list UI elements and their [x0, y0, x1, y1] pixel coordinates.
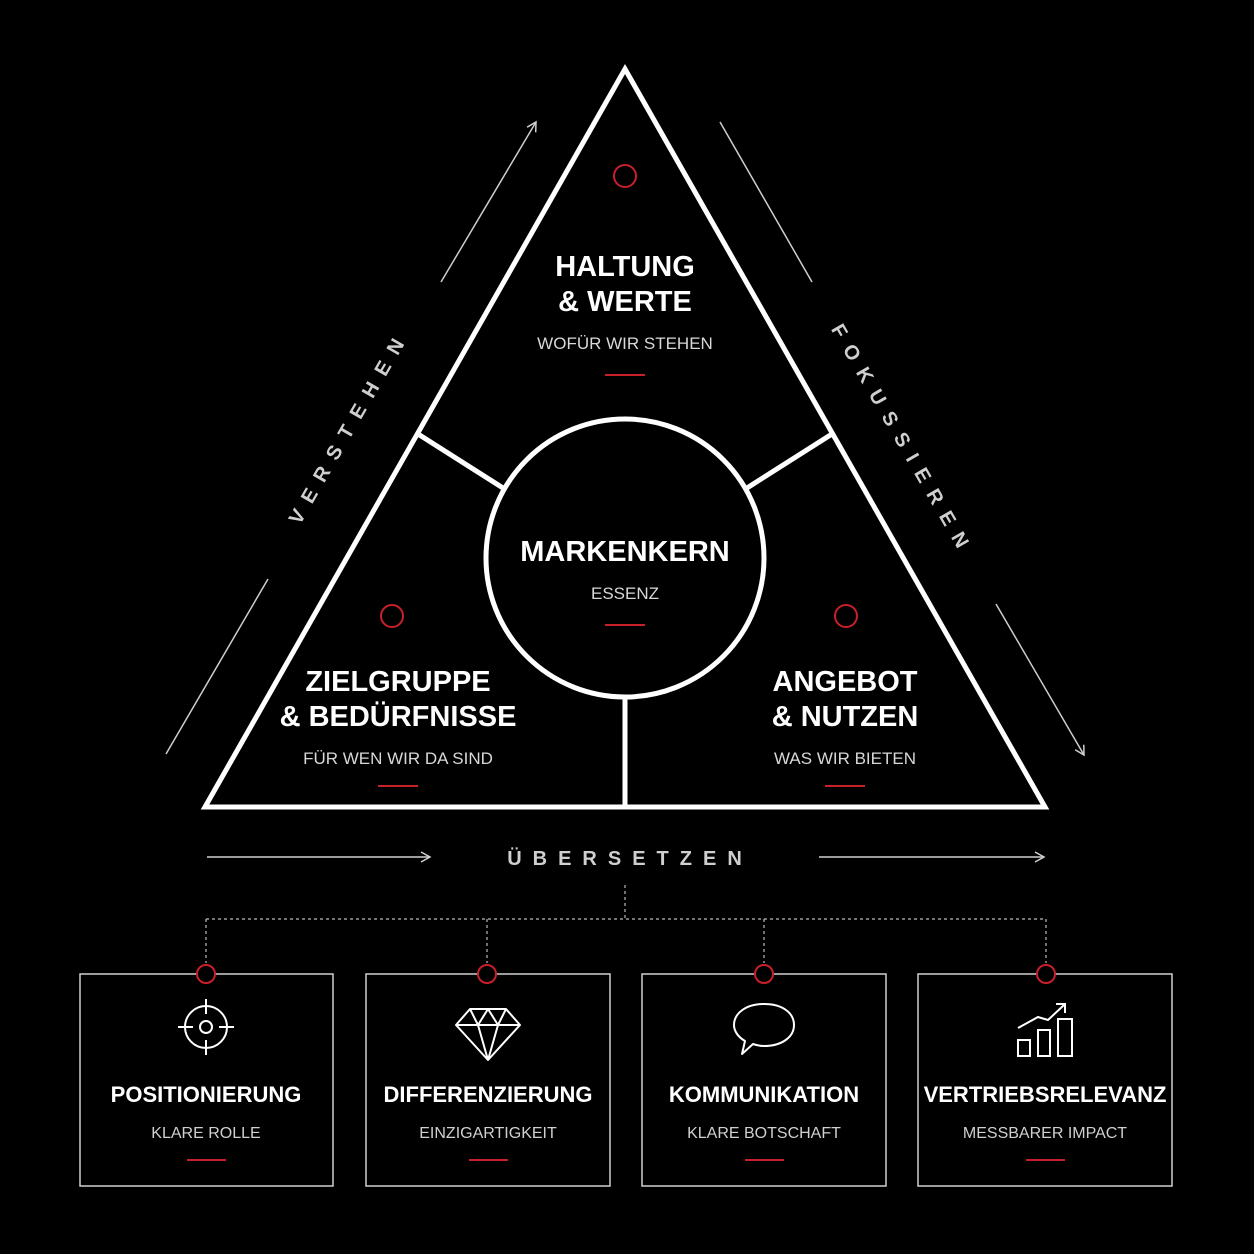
left-marker-icon	[380, 604, 404, 628]
target-icon	[178, 999, 234, 1055]
right-flow-line-top	[719, 121, 813, 283]
right-title-line2: & NUTZEN	[772, 701, 919, 733]
center-subtitle: ESSENZ	[591, 584, 659, 603]
right-subtitle: WAS WIR BIETEN	[774, 749, 916, 768]
box-2-marker-icon	[477, 964, 497, 984]
left-flow-arrow-top	[440, 120, 537, 283]
box-vertriebsrelevanz: VERTRIEBSRELEVANZ MESSBARER IMPACT	[917, 964, 1173, 1187]
center-title: MARKENKERN	[520, 536, 729, 568]
growth-chart-icon	[1017, 1003, 1073, 1057]
box-1-title: POSITIONIERUNG	[111, 1082, 302, 1107]
bottom-flow-label: ÜBERSETZEN	[507, 847, 753, 870]
box-1-subtitle: KLARE ROLLE	[151, 1125, 260, 1142]
right-flow-arrow-bottom	[995, 603, 1085, 757]
box-positionierung: POSITIONIERUNG KLARE ROLLE	[79, 964, 334, 1187]
left-title-line2: & BEDÜRFNISSE	[280, 700, 517, 733]
top-marker-icon	[613, 164, 637, 188]
diamond-icon	[455, 1008, 521, 1061]
box-3-marker-icon	[754, 964, 774, 984]
box-4-subtitle: MESSBARER IMPACT	[963, 1125, 1127, 1142]
box-2-title: DIFFERENZIERUNG	[384, 1082, 593, 1107]
right-title-line1: ANGEBOT	[773, 666, 918, 698]
top-title-line2: & WERTE	[558, 286, 692, 318]
box-3-title: KOMMUNIKATION	[669, 1082, 859, 1107]
box-1-marker-icon	[196, 964, 216, 984]
left-subtitle: FÜR WEN WIR DA SIND	[303, 749, 493, 768]
markenkern-circle	[483, 416, 767, 700]
connector-tree	[205, 885, 1047, 963]
top-title-line1: HALTUNG	[555, 251, 695, 283]
right-marker-icon	[834, 604, 858, 628]
box-3-subtitle: KLARE BOTSCHAFT	[687, 1125, 841, 1142]
divider-left	[416, 431, 505, 491]
left-flow-line-bottom	[165, 578, 269, 755]
divider-right	[745, 431, 834, 491]
left-title-line1: ZIELGRUPPE	[305, 666, 490, 698]
box-4-title: VERTRIEBSRELEVANZ	[924, 1082, 1167, 1107]
left-flow-label: VERSTEHEN	[285, 326, 415, 529]
right-flow-label: FOKUSSIEREN	[826, 321, 978, 562]
box-differenzierung: DIFFERENZIERUNG EINZIGARTIGKEIT	[365, 964, 611, 1187]
box-kommunikation: KOMMUNIKATION KLARE BOTSCHAFT	[641, 964, 887, 1187]
box-2-subtitle: EINZIGARTIGKEIT	[419, 1125, 557, 1142]
speech-bubble-icon	[733, 1003, 795, 1055]
box-4-marker-icon	[1036, 964, 1056, 984]
top-subtitle: WOFÜR WIR STEHEN	[537, 334, 713, 353]
